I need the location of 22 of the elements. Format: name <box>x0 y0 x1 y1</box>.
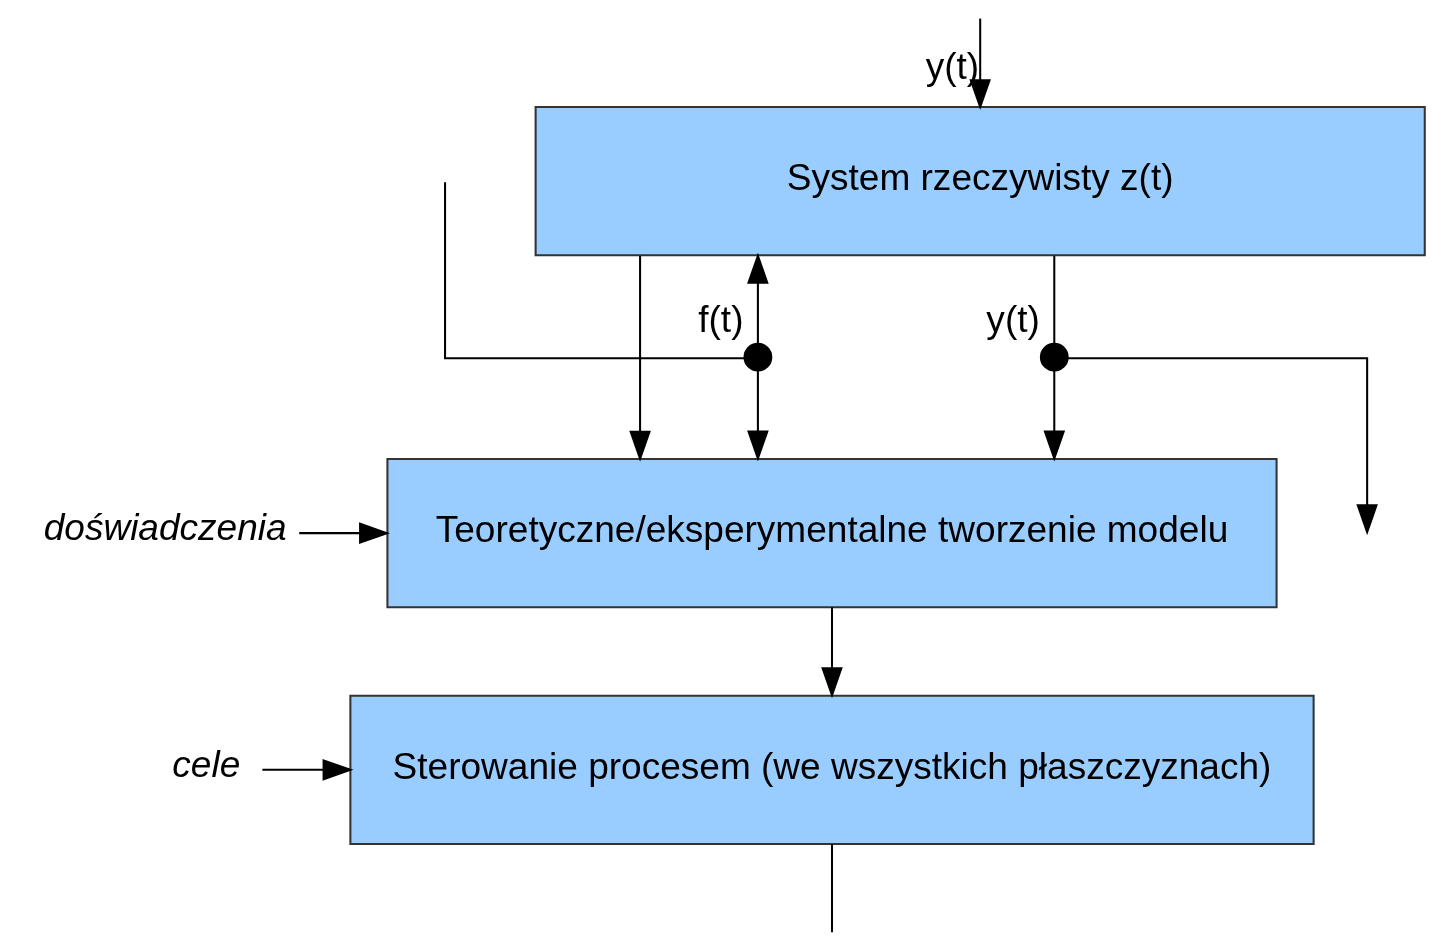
arrow <box>1043 370 1066 462</box>
arrow <box>747 370 769 462</box>
node-label: y(t) <box>986 298 1040 341</box>
node-box: Teoretyczne/eksperymentalne tworzenie modelu <box>386 458 1278 609</box>
arrow <box>1067 357 1378 536</box>
connector <box>830 844 834 933</box>
arrow <box>262 759 354 781</box>
arrow <box>969 18 991 111</box>
node-circle <box>1039 342 1069 372</box>
arrow <box>299 522 390 544</box>
edge-label: y(t) <box>925 45 980 88</box>
node-label: f(t) <box>698 298 744 341</box>
connector <box>444 182 745 360</box>
arrow <box>821 607 843 699</box>
node-text: cele <box>172 742 241 785</box>
node-circle <box>743 342 773 372</box>
arrow <box>747 252 769 344</box>
node-text: doświadczenia <box>43 506 287 549</box>
node-box: System rzeczywisty z(t) <box>534 106 1426 257</box>
arrow <box>629 255 651 462</box>
node-box: Sterowanie procesem (we wszystkich płaszczyznach) <box>349 694 1315 845</box>
connector <box>1053 255 1056 344</box>
